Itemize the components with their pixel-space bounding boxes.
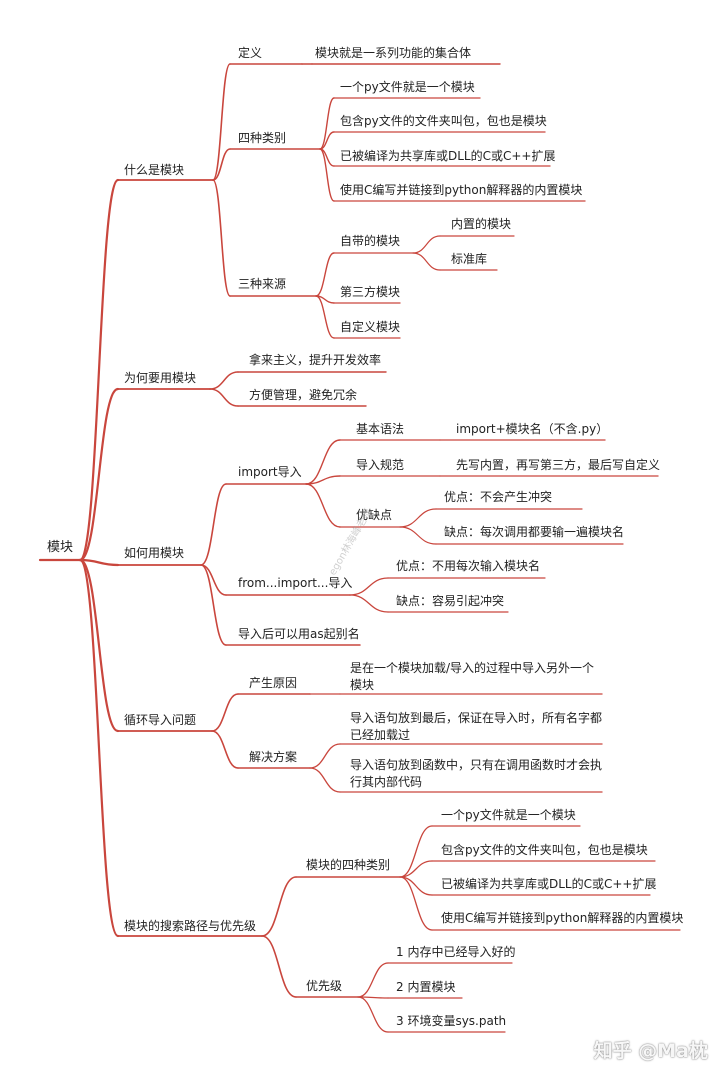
node-alias[interactable]: 导入后可以用as起别名 [238, 627, 360, 641]
connector-line [212, 63, 231, 181]
connector-line [209, 371, 239, 390]
connector-line [200, 564, 227, 646]
connector-line [78, 558, 120, 567]
connector-line [261, 876, 297, 937]
connector-line [319, 131, 335, 150]
node-four-kinds-item[interactable]: 包含py文件的文件夹叫包，包也是模块 [340, 114, 547, 128]
node-four-kinds-item[interactable]: 已被编译为共享库或DLL的C或C++扩展 [340, 149, 556, 163]
node-import-norm[interactable]: 导入规范 [356, 458, 405, 472]
connector-line [357, 996, 389, 1033]
node-from-import[interactable]: from...import...导入 [238, 576, 353, 590]
node-definition-value[interactable]: 模块就是一系列功能的集合体 [315, 46, 472, 60]
node-cause-value[interactable]: 是在一个模块加载/导入的过程中导入另外一个模块 [350, 661, 595, 692]
node-search-kind-item[interactable]: 包含py文件的文件夹叫包，包也是模块 [441, 843, 648, 857]
connector-line [399, 508, 437, 528]
node-four-kinds-item[interactable]: 一个py文件就是一个模块 [340, 80, 475, 94]
node-third-party[interactable]: 第三方模块 [340, 285, 401, 299]
branch-how-use-module[interactable]: 如何用模块 [124, 546, 185, 560]
connector-line [305, 439, 341, 485]
node-why-item[interactable]: 拿来主义，提升开发效率 [249, 353, 382, 367]
connector-line [399, 526, 437, 545]
connector-line [212, 179, 231, 297]
connector-line [412, 252, 441, 271]
root-node[interactable]: 模块 [47, 540, 74, 555]
node-import-con[interactable]: 缺点：每次调用都要输一遍模块名 [444, 525, 625, 539]
node-search-kind-item[interactable]: 一个py文件就是一个模块 [441, 808, 576, 822]
connector-line [349, 577, 389, 596]
connector-line [309, 743, 341, 769]
connector-line [200, 564, 227, 596]
branch-circular-import[interactable]: 循环导入问题 [124, 713, 197, 727]
node-definition[interactable]: 定义 [238, 46, 263, 60]
connector-line [211, 730, 239, 769]
connector-line [305, 475, 341, 485]
connector-line [200, 483, 227, 566]
node-builtin-modules[interactable]: 自带的模块 [340, 234, 401, 248]
node-four-kinds-item[interactable]: 使用C编写并链接到python解释器的内置模块 [340, 183, 583, 197]
node-builtin-item[interactable]: 内置的模块 [451, 217, 512, 231]
node-from-import-pro[interactable]: 优点：不用每次输入模块名 [396, 559, 541, 573]
branch-search-path[interactable]: 模块的搜索路径与优先级 [124, 919, 257, 933]
connector-line [305, 483, 341, 528]
node-solution-item[interactable]: 导入语句放到最后，保证在导入时，所有名字都已经加载过 [350, 711, 603, 742]
node-priority-item[interactable]: 3 环境变量sys.path [396, 1014, 507, 1028]
node-priority-item[interactable]: 2 内置模块 [396, 980, 456, 994]
node-solution-item[interactable]: 导入语句放到函数中，只有在调用函数时才会执行其内部代码 [350, 758, 603, 789]
branch-why-use-module[interactable]: 为何要用模块 [124, 371, 197, 385]
node-priority-item[interactable]: 1 内存中已经导入好的 [396, 945, 516, 959]
node-basic-syntax-value[interactable]: import+模块名（不含.py） [456, 422, 609, 436]
connector-line [78, 387, 120, 562]
branch-what-is-module[interactable]: 什么是模块 [124, 163, 185, 177]
node-from-import-con[interactable]: 缺点：容易引起冲突 [396, 594, 505, 608]
connector-line [209, 388, 239, 407]
node-pros-cons[interactable]: 优缺点 [356, 508, 393, 522]
connector-line [357, 962, 389, 998]
node-builtin-item[interactable]: 标准库 [451, 252, 488, 266]
node-solution[interactable]: 解决方案 [249, 750, 298, 764]
node-priority[interactable]: 优先级 [306, 979, 343, 993]
node-search-four-kinds[interactable]: 模块的四种类别 [306, 858, 391, 872]
node-search-kind-item[interactable]: 已被编译为共享库或DLL的C或C++扩展 [441, 877, 657, 891]
node-import[interactable]: import导入 [238, 465, 302, 479]
connector-line [315, 252, 335, 297]
zhihu-watermark: 知乎 @Ma枕 [593, 1040, 708, 1062]
connector-line [212, 148, 231, 181]
node-import-norm-value[interactable]: 先写内置，再写第三方，最后写自定义 [456, 458, 661, 472]
connector-line [78, 558, 120, 733]
node-import-pro[interactable]: 优点：不会产生冲突 [444, 490, 553, 504]
connector-line [399, 876, 433, 931]
connector-line [319, 148, 335, 202]
node-why-item[interactable]: 方便管理，避免冗余 [249, 388, 358, 402]
connector-line [349, 594, 389, 613]
connector-line [412, 235, 441, 254]
connector-line [211, 693, 239, 732]
node-search-kind-item[interactable]: 使用C编写并链接到python解释器的内置模块 [441, 911, 684, 925]
node-custom-module[interactable]: 自定义模块 [340, 320, 401, 334]
connector-line [315, 295, 335, 339]
node-cause[interactable]: 产生原因 [249, 676, 298, 690]
connector-line [78, 558, 120, 938]
connector-line [399, 860, 433, 878]
node-four-kinds[interactable]: 四种类别 [238, 131, 287, 145]
connector-line [399, 825, 433, 878]
connector-line [319, 97, 335, 150]
connector-line [261, 935, 297, 998]
connector-line [309, 767, 341, 793]
connector-line [78, 178, 120, 562]
node-basic-syntax[interactable]: 基本语法 [356, 422, 405, 436]
node-three-sources[interactable]: 三种来源 [238, 277, 287, 291]
